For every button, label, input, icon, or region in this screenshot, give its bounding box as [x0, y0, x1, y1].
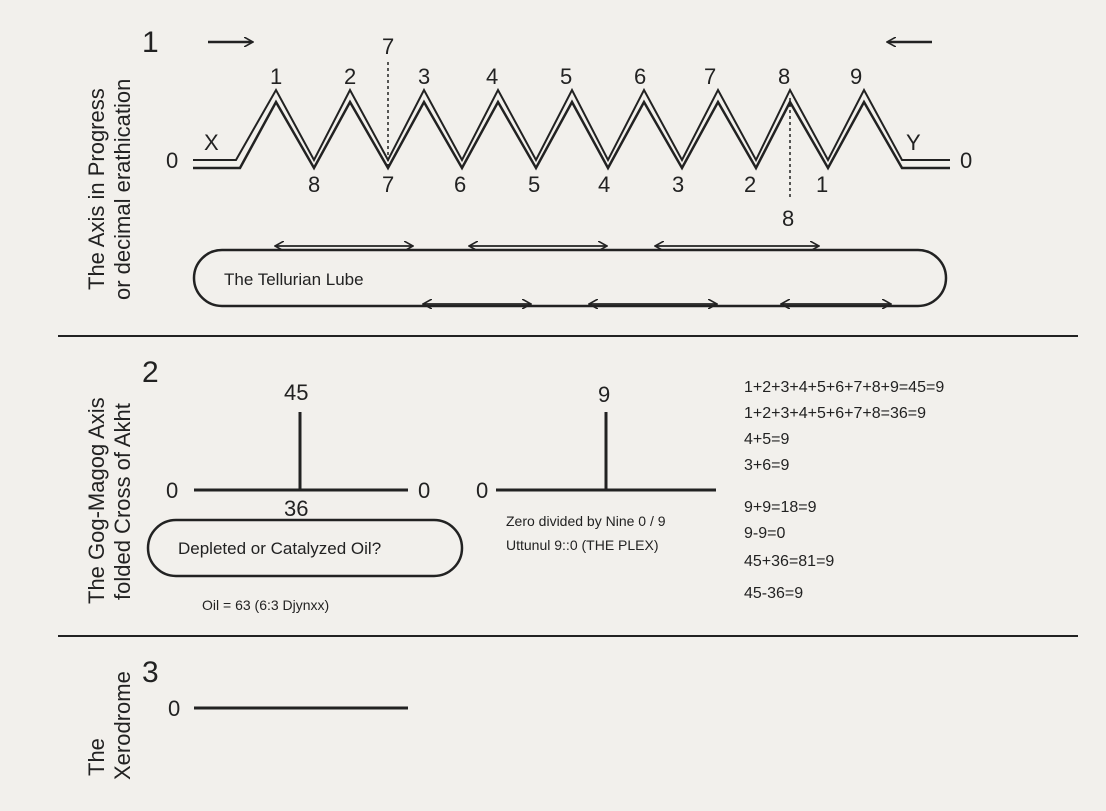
- equation: 45-36=9: [744, 585, 803, 602]
- oil-loop: [146, 518, 464, 578]
- y-label: Y: [906, 130, 921, 155]
- uttunul-text: Uttunul 9::0 (THE PLEX): [506, 537, 659, 553]
- x-label: X: [204, 130, 219, 155]
- bottom-number: 8: [308, 172, 320, 197]
- bottom-number: 4: [598, 172, 610, 197]
- bottom-number: 7: [382, 172, 394, 197]
- section2-number: 2: [142, 356, 159, 389]
- cross-left-zero: 0: [166, 478, 178, 503]
- section3-number: 3: [142, 656, 159, 689]
- section-1: The Axis in Progress or decimal erathica…: [84, 26, 972, 306]
- cross-9: 9 0 Zero divided by Nine 0 / 9 Uttunul 9…: [476, 382, 716, 553]
- section-3: The Xerodrome 3 0: [84, 656, 408, 780]
- zero-divided-text: Zero divided by Nine 0 / 9: [506, 513, 666, 529]
- right-zero: 0: [960, 148, 972, 173]
- oil-question: Depleted or Catalyzed Oil?: [178, 539, 381, 558]
- marker-top-label: 7: [382, 34, 394, 59]
- top-number: 4: [486, 64, 498, 89]
- section1-number: 1: [142, 26, 159, 59]
- section1-side-label-line1: The Axis in Progress: [84, 88, 109, 290]
- oil-box: Depleted or Catalyzed Oil? Oil = 63 (6:3…: [146, 518, 464, 613]
- bottom-number: 5: [528, 172, 540, 197]
- bottom-number: 1: [816, 172, 828, 197]
- equation: 9+9=18=9: [744, 499, 817, 516]
- cross-right-zero: 0: [418, 478, 430, 503]
- marker-bottom-label: 8: [782, 206, 794, 231]
- bottom-number: 6: [454, 172, 466, 197]
- cross-top-label: 45: [284, 380, 308, 405]
- section-2: The Gog-Magog Axis folded Cross of Akht …: [84, 356, 944, 613]
- bottom-number: 2: [744, 172, 756, 197]
- top-number: 1: [270, 64, 282, 89]
- equation: 3+6=9: [744, 457, 789, 474]
- top-number: 2: [344, 64, 356, 89]
- cross-45-36: 45 36 0 0: [166, 380, 430, 521]
- equation: 45+36=81=9: [744, 553, 834, 570]
- top-number: 7: [704, 64, 716, 89]
- equation-list: 1+2+3+4+5+6+7+8+9=45=9 1+2+3+4+5+6+7+8=3…: [744, 379, 944, 602]
- top-number-row: 1 2 3 4 5 6 7 8 9: [270, 64, 862, 89]
- lube-label: The Tellurian Lube: [224, 270, 364, 289]
- section3-side-label-line2: Xerodrome: [110, 671, 135, 780]
- top-number: 8: [778, 64, 790, 89]
- bottom-number: 3: [672, 172, 684, 197]
- zigzag-axis-inner: [193, 87, 950, 163]
- section3-side-label-line1: The: [84, 738, 109, 776]
- top-number: 6: [634, 64, 646, 89]
- section2-side-label-line1: The Gog-Magog Axis: [84, 397, 109, 604]
- top-number: 9: [850, 64, 862, 89]
- left-zero: 0: [166, 148, 178, 173]
- equation: 1+2+3+4+5+6+7+8=36=9: [744, 405, 926, 422]
- cross9-left-zero: 0: [476, 478, 488, 503]
- equation: 4+5=9: [744, 431, 789, 448]
- top-number: 3: [418, 64, 430, 89]
- oil-value: Oil = 63 (6:3 Djynxx): [202, 597, 329, 613]
- cross9-top-label: 9: [598, 382, 610, 407]
- bottom-number-row: 8 7 6 5 4 3 2 1: [308, 172, 828, 197]
- zigzag-axis-outer: [193, 99, 950, 171]
- cross-bottom-label: 36: [284, 496, 308, 521]
- tellurian-lube: The Tellurian Lube: [192, 246, 948, 306]
- equation: 1+2+3+4+5+6+7+8+9=45=9: [744, 379, 944, 396]
- xerodrome-zero: 0: [168, 696, 180, 721]
- equation: 9-9=0: [744, 525, 785, 542]
- section2-side-label-line2: folded Cross of Akht: [110, 403, 135, 600]
- section1-side-label-line2: or decimal erathication: [110, 79, 135, 300]
- top-number: 5: [560, 64, 572, 89]
